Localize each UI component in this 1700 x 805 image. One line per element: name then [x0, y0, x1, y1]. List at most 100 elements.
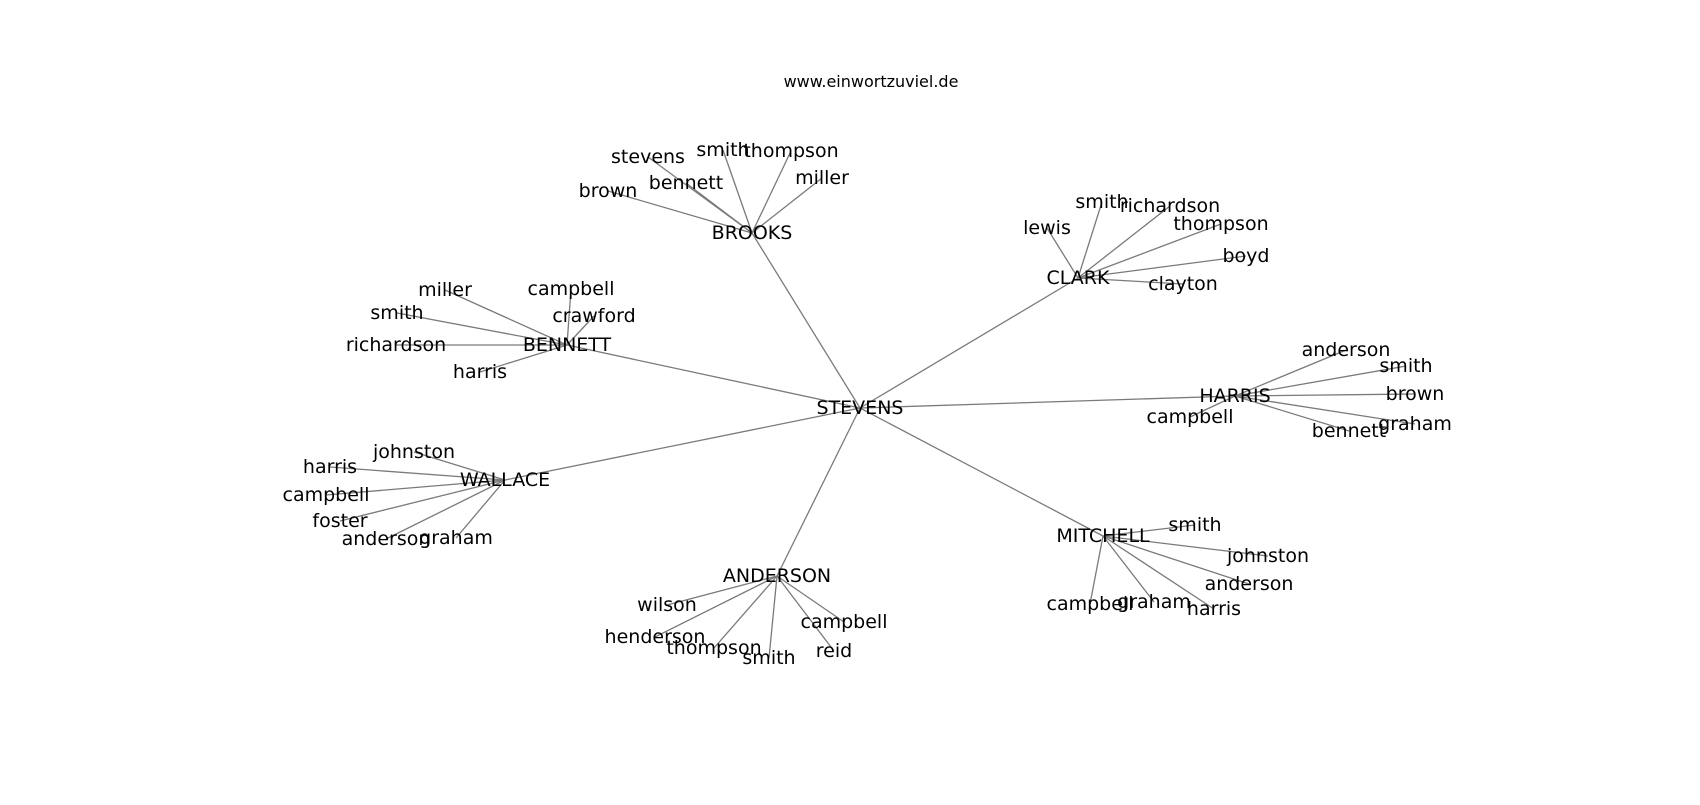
edge-hub-to-leaf — [654, 575, 778, 638]
edge-center-to-hub — [859, 395, 1236, 409]
edge-hub-to-leaf — [666, 575, 778, 606]
leaf-node-label: henderson — [605, 626, 706, 648]
leaf-node-label: brown — [1386, 383, 1445, 405]
leaf-node-label: stevens — [611, 146, 685, 168]
center-node-label: STEVENS — [817, 397, 904, 419]
edge-hub-to-leaf — [776, 575, 845, 623]
hub-node-label: BROOKS — [712, 222, 793, 244]
edge-hub-to-leaf — [1077, 223, 1222, 279]
edge-hub-to-leaf — [325, 479, 506, 496]
edge-hub-to-leaf — [1102, 535, 1155, 603]
leaf-node-label: boyd — [1223, 245, 1270, 267]
leaf-node-label: smith — [1168, 514, 1221, 536]
leaf-node-label: crawford — [552, 305, 635, 327]
leaf-node-label: foster — [312, 510, 367, 532]
leaf-node-label: campbell — [283, 484, 370, 506]
edge-hub-to-leaf — [385, 479, 506, 540]
edge-hub-to-leaf — [1102, 535, 1215, 610]
leaf-node-label: reid — [816, 640, 852, 662]
edge-hub-to-leaf — [413, 451, 506, 481]
leaf-node-label: lewis — [1023, 217, 1071, 239]
edge-center-to-hub — [566, 344, 861, 409]
leaf-node-label: bennett — [1312, 420, 1386, 442]
edge-hub-to-leaf — [768, 575, 778, 659]
leaf-node-label: campbell — [1047, 593, 1134, 615]
edge-center-to-hub — [504, 407, 861, 481]
edge-hub-to-leaf — [339, 479, 506, 522]
edge-hub-to-leaf — [776, 575, 835, 652]
edges — [325, 149, 1416, 659]
leaf-node-label: thompson — [743, 140, 838, 162]
leaf-node-label: brown — [579, 180, 638, 202]
leaf-node-label: miller — [418, 279, 472, 301]
edge-hub-to-leaf — [1102, 535, 1269, 557]
edge-center-to-hub — [776, 407, 861, 577]
leaf-node-label: campbell — [1147, 406, 1234, 428]
edge-hub-to-leaf — [329, 466, 506, 481]
leaf-node-label: graham — [1117, 591, 1191, 613]
edge-hub-to-leaf — [607, 190, 753, 234]
edge-hub-to-leaf — [1077, 255, 1247, 279]
leaf-node-label: harris — [1187, 598, 1241, 620]
leaf-node-label: smith — [1379, 355, 1432, 377]
edge-hub-to-leaf — [685, 182, 753, 234]
leaf-node-label: clayton — [1148, 273, 1218, 295]
hub-node-label: ANDERSON — [723, 565, 831, 587]
edge-hub-to-leaf — [1234, 395, 1350, 432]
edge-hub-to-leaf — [751, 177, 823, 234]
edge-hub-to-leaf — [713, 575, 778, 649]
diagram-title: www.einwortzuviel.de — [783, 72, 959, 91]
hub-node-label: HARRIS — [1199, 385, 1270, 407]
edge-center-to-hub — [751, 232, 861, 409]
hub-node-label: MITCHELL — [1056, 525, 1150, 547]
leaf-node-label: smith — [742, 647, 795, 669]
edge-hub-to-leaf — [1077, 277, 1184, 285]
edge-hub-to-leaf — [722, 149, 753, 234]
edge-hub-to-leaf — [1234, 365, 1407, 397]
hub-node-label: BENNETT — [523, 334, 612, 356]
edge-hub-to-leaf — [444, 289, 568, 346]
leaf-node-label: richardson — [1120, 195, 1220, 217]
leaf-node-label: anderson — [342, 528, 431, 550]
leaf-node-label: smith — [1075, 191, 1128, 213]
leaf-node-label: thompson — [1173, 213, 1268, 235]
leaf-node-label: harris — [303, 456, 357, 478]
leaf-node-label: wilson — [637, 594, 697, 616]
edge-hub-to-leaf — [1234, 393, 1416, 397]
hub-node-label: CLARK — [1047, 267, 1110, 289]
edge-hub-to-leaf — [455, 479, 506, 539]
edge-hub-to-leaf — [479, 344, 568, 373]
edge-hub-to-leaf — [1189, 395, 1236, 418]
leaf-node-label: anderson — [1205, 573, 1294, 595]
leaf-node-label: johnston — [1226, 545, 1309, 567]
leaf-node-label: harris — [453, 361, 507, 383]
leaf-node-label: graham — [1378, 413, 1452, 435]
leaf-node-label: campbell — [528, 278, 615, 300]
edge-hub-to-leaf — [1102, 524, 1196, 537]
edge-center-to-hub — [859, 407, 1104, 537]
edge-hub-to-leaf — [1089, 535, 1104, 605]
edge-hub-to-leaf — [396, 312, 568, 346]
leaf-node-label: johnston — [372, 441, 455, 463]
edge-hub-to-leaf — [566, 288, 572, 346]
leaf-node-label: thompson — [666, 637, 761, 659]
edge-center-to-hub — [859, 277, 1079, 409]
edge-hub-to-leaf — [1234, 349, 1347, 397]
leaf-node-label: smith — [696, 139, 749, 161]
edge-hub-to-leaf — [751, 150, 792, 234]
edge-hub-to-leaf — [1234, 395, 1416, 425]
edge-hub-to-leaf — [1077, 205, 1171, 279]
edge-hub-to-leaf — [1077, 201, 1103, 279]
leaf-node-label: campbell — [801, 611, 888, 633]
edge-hub-to-leaf — [1046, 227, 1079, 279]
leaf-node-label: graham — [419, 527, 493, 549]
leaf-node-label: bennett — [649, 172, 723, 194]
leaf-node-label: smith — [370, 302, 423, 324]
leaf-node-label: anderson — [1302, 339, 1391, 361]
edge-hub-to-leaf — [1102, 535, 1250, 585]
edge-hub-to-leaf — [566, 315, 595, 346]
leaf-node-label: miller — [795, 167, 849, 189]
